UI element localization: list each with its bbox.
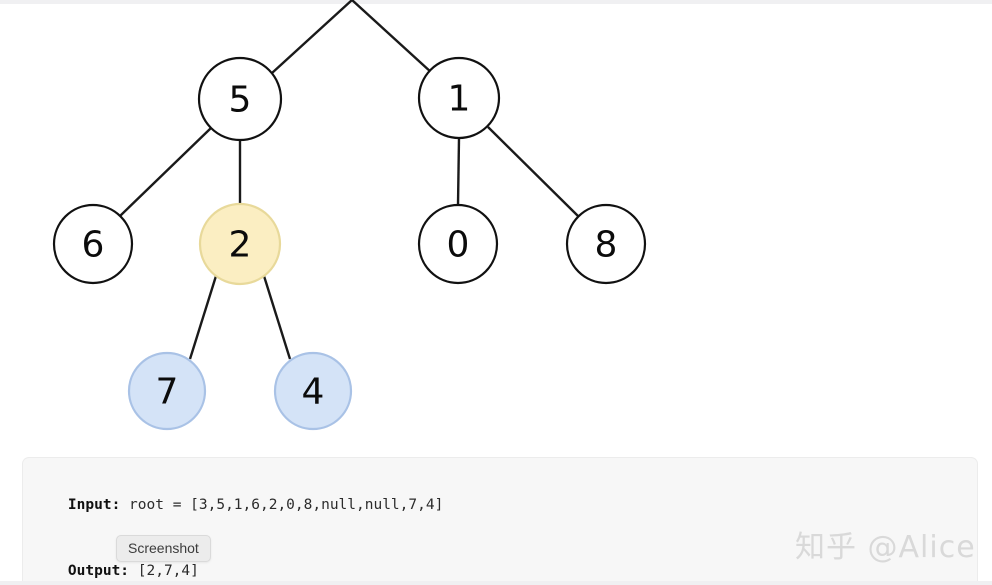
tree-edge-e-1-0 xyxy=(456,137,461,206)
tree-node-7: 7 xyxy=(127,351,207,431)
tree-node-label-7: 7 xyxy=(156,372,179,413)
tree-node-circle-6 xyxy=(52,203,134,285)
code-line: Input: root = [3,5,1,6,2,0,8,null,null,7… xyxy=(33,472,977,538)
tree-node-0: 0 xyxy=(417,203,499,285)
tree-node-label-1: 1 xyxy=(448,79,471,120)
tree-node-8: 8 xyxy=(565,203,647,285)
code-line: Output: [2,7,4] xyxy=(33,538,977,585)
top-window-strip xyxy=(0,0,992,4)
tree-node-label-6: 6 xyxy=(82,225,105,266)
code-line-label: Input: xyxy=(67,497,121,513)
tree-node-2: 2 xyxy=(198,202,282,286)
tree-edge-e-2-7 xyxy=(188,275,218,360)
tree-node-circle-0 xyxy=(417,203,499,285)
tree-node-label-8: 8 xyxy=(595,225,618,266)
tree-node-5: 5 xyxy=(197,56,283,142)
tree-node-1: 1 xyxy=(417,56,501,140)
tree-node-circle-4 xyxy=(273,351,353,431)
tree-edges xyxy=(119,0,579,360)
tree-node-circle-1 xyxy=(417,56,501,140)
tree-edge-e-2-4 xyxy=(262,275,292,360)
code-line-text: root = [3,5,1,6,2,0,8,null,null,7,4] xyxy=(120,497,444,513)
bottom-window-strip xyxy=(0,581,992,585)
tree-node-label-5: 5 xyxy=(229,80,252,121)
tree-node-circle-2 xyxy=(198,202,282,286)
screenshot-tooltip-label: Screenshot xyxy=(128,540,199,556)
tree-node-circle-5 xyxy=(197,56,283,142)
tree-nodes: 5 1 6 2 0 8 7 4 xyxy=(52,56,647,431)
binary-tree-diagram: 5 1 6 2 0 8 7 4 xyxy=(52,0,647,431)
code-line-label: Output: xyxy=(67,563,130,579)
screenshot-tooltip[interactable]: Screenshot xyxy=(116,535,211,562)
code-line-text: [2,7,4] xyxy=(129,563,199,579)
tree-node-circle-7 xyxy=(127,351,207,431)
example-code-block: Input: root = [3,5,1,6,2,0,8,null,null,7… xyxy=(22,457,978,585)
tree-node-6: 6 xyxy=(52,203,134,285)
tree-node-label-0: 0 xyxy=(447,225,470,266)
tree-edge-e-5-6 xyxy=(119,127,212,217)
tree-edge-e-1-8 xyxy=(487,126,579,217)
tree-edge-e-root-1 xyxy=(351,0,433,74)
tree-edge-e-root-5 xyxy=(271,0,353,74)
tree-node-label-2: 2 xyxy=(229,225,252,266)
tree-svg: 5 1 6 2 0 8 7 4 xyxy=(52,0,647,431)
tree-node-4: 4 xyxy=(273,351,353,431)
tree-node-label-4: 4 xyxy=(302,372,325,413)
tree-node-circle-8 xyxy=(565,203,647,285)
